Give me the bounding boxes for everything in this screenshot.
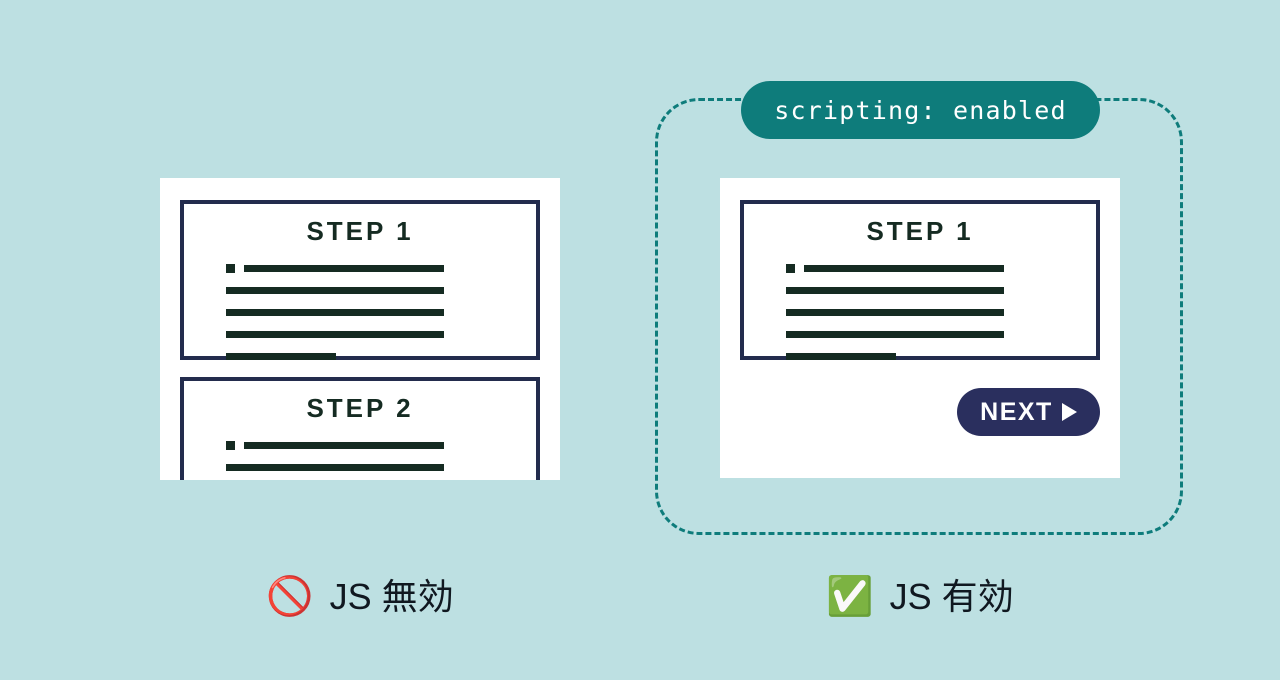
text-line [244,265,444,272]
step-card-2: STEP 2 [180,377,540,480]
text-line [786,353,896,360]
scripting-status-badge: scripting: enabled [741,81,1100,139]
line-row [786,352,1096,361]
caption-js-disabled: 🚫 JS 無効 [160,578,560,616]
line-row [786,264,1096,273]
line-row [226,352,536,361]
step-card-title: STEP 1 [866,216,974,246]
next-button[interactable]: NEXT [957,388,1100,436]
line-row [226,308,536,317]
scripted-preview-panel: STEP 1 NEXT [720,178,1120,478]
step-card-title: STEP 1 [306,216,414,246]
text-line [226,464,444,471]
text-line [244,442,444,449]
caption-js-enabled: ✅ JS 有効 [720,578,1120,616]
step-card-body-lines [786,264,1096,361]
scripting-status-label: scripting: enabled [774,95,1067,125]
text-line [786,309,1004,316]
step-card-body-lines [226,264,536,361]
next-button-label: NEXT [980,397,1053,426]
caption-label: JS 有効 [889,576,1014,617]
text-line [786,331,1004,338]
bullet-square-icon [786,264,795,273]
caption-label: JS 無効 [329,576,454,617]
text-line [226,353,336,360]
step-card-title: STEP 2 [306,393,414,423]
text-line [226,287,444,294]
play-triangle-icon [1061,403,1077,421]
step-card-body-lines [226,441,536,480]
line-row [226,264,536,273]
step-card-1: STEP 1 [180,200,540,360]
text-line [226,309,444,316]
prohibited-sign-icon: 🚫 [266,576,314,618]
text-line [786,287,1004,294]
text-line [804,265,1004,272]
check-mark-button-icon: ✅ [826,576,874,618]
line-row [226,463,536,472]
line-row [226,286,536,295]
line-row [786,330,1096,339]
no-script-preview-panel: STEP 1 STEP 2 [160,178,560,480]
bullet-square-icon [226,264,235,273]
line-row [226,441,536,450]
step-card-1: STEP 1 [740,200,1100,360]
line-row [786,308,1096,317]
bullet-square-icon [226,441,235,450]
line-row [226,330,536,339]
line-row [786,286,1096,295]
text-line [226,331,444,338]
